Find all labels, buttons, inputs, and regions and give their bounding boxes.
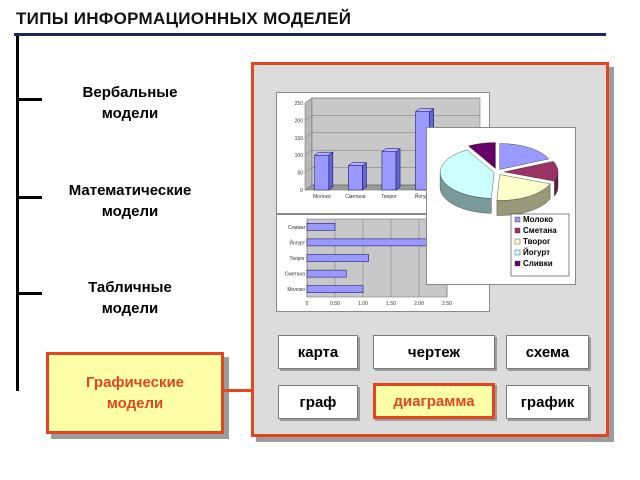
tree-branch-verbal (16, 98, 42, 101)
gridline-side (304, 115, 313, 121)
pie-legend-label: Творог (523, 237, 551, 246)
pie-slice (499, 143, 550, 170)
x-tick-label: 1.50 (386, 301, 396, 307)
bar (381, 151, 397, 191)
x-tick-label: Творог (381, 194, 397, 200)
grafik-button[interactable]: график (506, 385, 589, 419)
horizontal-bar-chart-svg: 0 0.50 1.00 1.50 2.00 2.50 СливкиЙогуртТворогС… (285, 218, 478, 307)
gridline-side (304, 97, 313, 104)
diagramma-button[interactable]: диаграмма (373, 383, 495, 419)
x-tick-label: Молоко (313, 194, 331, 200)
x-tick-label: Йогурт (415, 192, 431, 200)
pie-slice (439, 149, 495, 199)
pie-legend-swatch (514, 227, 521, 234)
y-tick-label: Молоко (287, 287, 305, 293)
bar (306, 285, 364, 293)
pie-legend-label: Молоко (523, 215, 553, 224)
y-tick-label: 50 (297, 171, 303, 177)
x-tick-label: 1.00 (358, 301, 368, 307)
bar (314, 154, 330, 191)
pie-legend-swatch (514, 238, 521, 245)
pie-slice (503, 161, 559, 182)
pie-slice (496, 174, 551, 201)
skhema-button[interactable]: схема (506, 335, 589, 369)
pie-legend-swatch (514, 249, 521, 256)
tree-trunk (16, 36, 19, 391)
x-tick-label: 2.00 (414, 301, 424, 307)
bar-side (328, 151, 334, 191)
gridline-side (304, 150, 313, 156)
category-graphic-line2: модели (106, 395, 164, 412)
gridline-side (304, 132, 313, 138)
bar (306, 238, 434, 247)
gridline-side (304, 184, 313, 191)
category-graphic-line1: Графические (85, 374, 185, 391)
category-math-models[interactable]: Математические модели (42, 180, 218, 222)
y-tick-label: 100 (295, 153, 304, 159)
category-math-line1: Математические (68, 182, 192, 199)
gridline-side (304, 167, 313, 173)
y-tick-label: Сливки (288, 225, 305, 231)
title-underline (14, 33, 606, 36)
plot-side-wall (304, 97, 313, 191)
x-tick-label: 0 (306, 301, 309, 307)
y-tick-label: 200 (295, 118, 304, 124)
x-tick-label: 2.50 (442, 301, 452, 307)
category-math-line2: модели (101, 203, 159, 220)
pie-legend-label: Сметана (523, 226, 557, 235)
category-verbal-line1: Вербальные (82, 84, 178, 101)
x-tick-label: Сметана (345, 194, 365, 200)
pie-slice (468, 142, 496, 169)
bar (306, 269, 347, 278)
y-tick-label: 250 (295, 101, 304, 107)
page-title: ТИПЫ ИНФОРМАЦИОННЫХ МОДЕЛЕЙ (16, 9, 352, 28)
y-tick-label: Йогурт (289, 238, 305, 246)
pie-legend-swatch (514, 216, 521, 223)
bar (348, 165, 363, 191)
graf-button[interactable]: граф (278, 385, 358, 419)
y-tick-label: Сметана (285, 272, 305, 278)
tree-branch-math (16, 196, 42, 199)
pie-legend-label: Сливки (523, 259, 553, 268)
category-table-line1: Табличные (88, 279, 172, 296)
x-tick-label: 0.50 (330, 301, 340, 307)
category-verbal-models[interactable]: Вербальные модели (52, 82, 208, 124)
chertezh-button[interactable]: чертеж (373, 335, 495, 369)
bar (306, 254, 369, 262)
pie-legend-box (510, 213, 570, 277)
pie-legend-swatch (514, 260, 521, 267)
category-table-line2: модели (101, 300, 159, 317)
category-verbal-line2: модели (101, 105, 159, 122)
bar-side (395, 148, 401, 191)
tree-branch-table (16, 292, 42, 295)
bar-side (362, 162, 367, 191)
bar (306, 223, 336, 231)
pie-top-group (439, 142, 559, 201)
y-tick-label: 0 (300, 188, 303, 194)
category-table-models[interactable]: Табличные модели (52, 277, 208, 319)
y-tick-label: 150 (295, 136, 304, 142)
y-tick-label: Творог (289, 256, 305, 262)
pie-legend-label: Йогурт (523, 248, 550, 257)
karta-button[interactable]: карта (278, 335, 358, 369)
graphic-connector-line (224, 389, 252, 392)
category-graphic-models[interactable]: Графические модели (46, 352, 224, 434)
